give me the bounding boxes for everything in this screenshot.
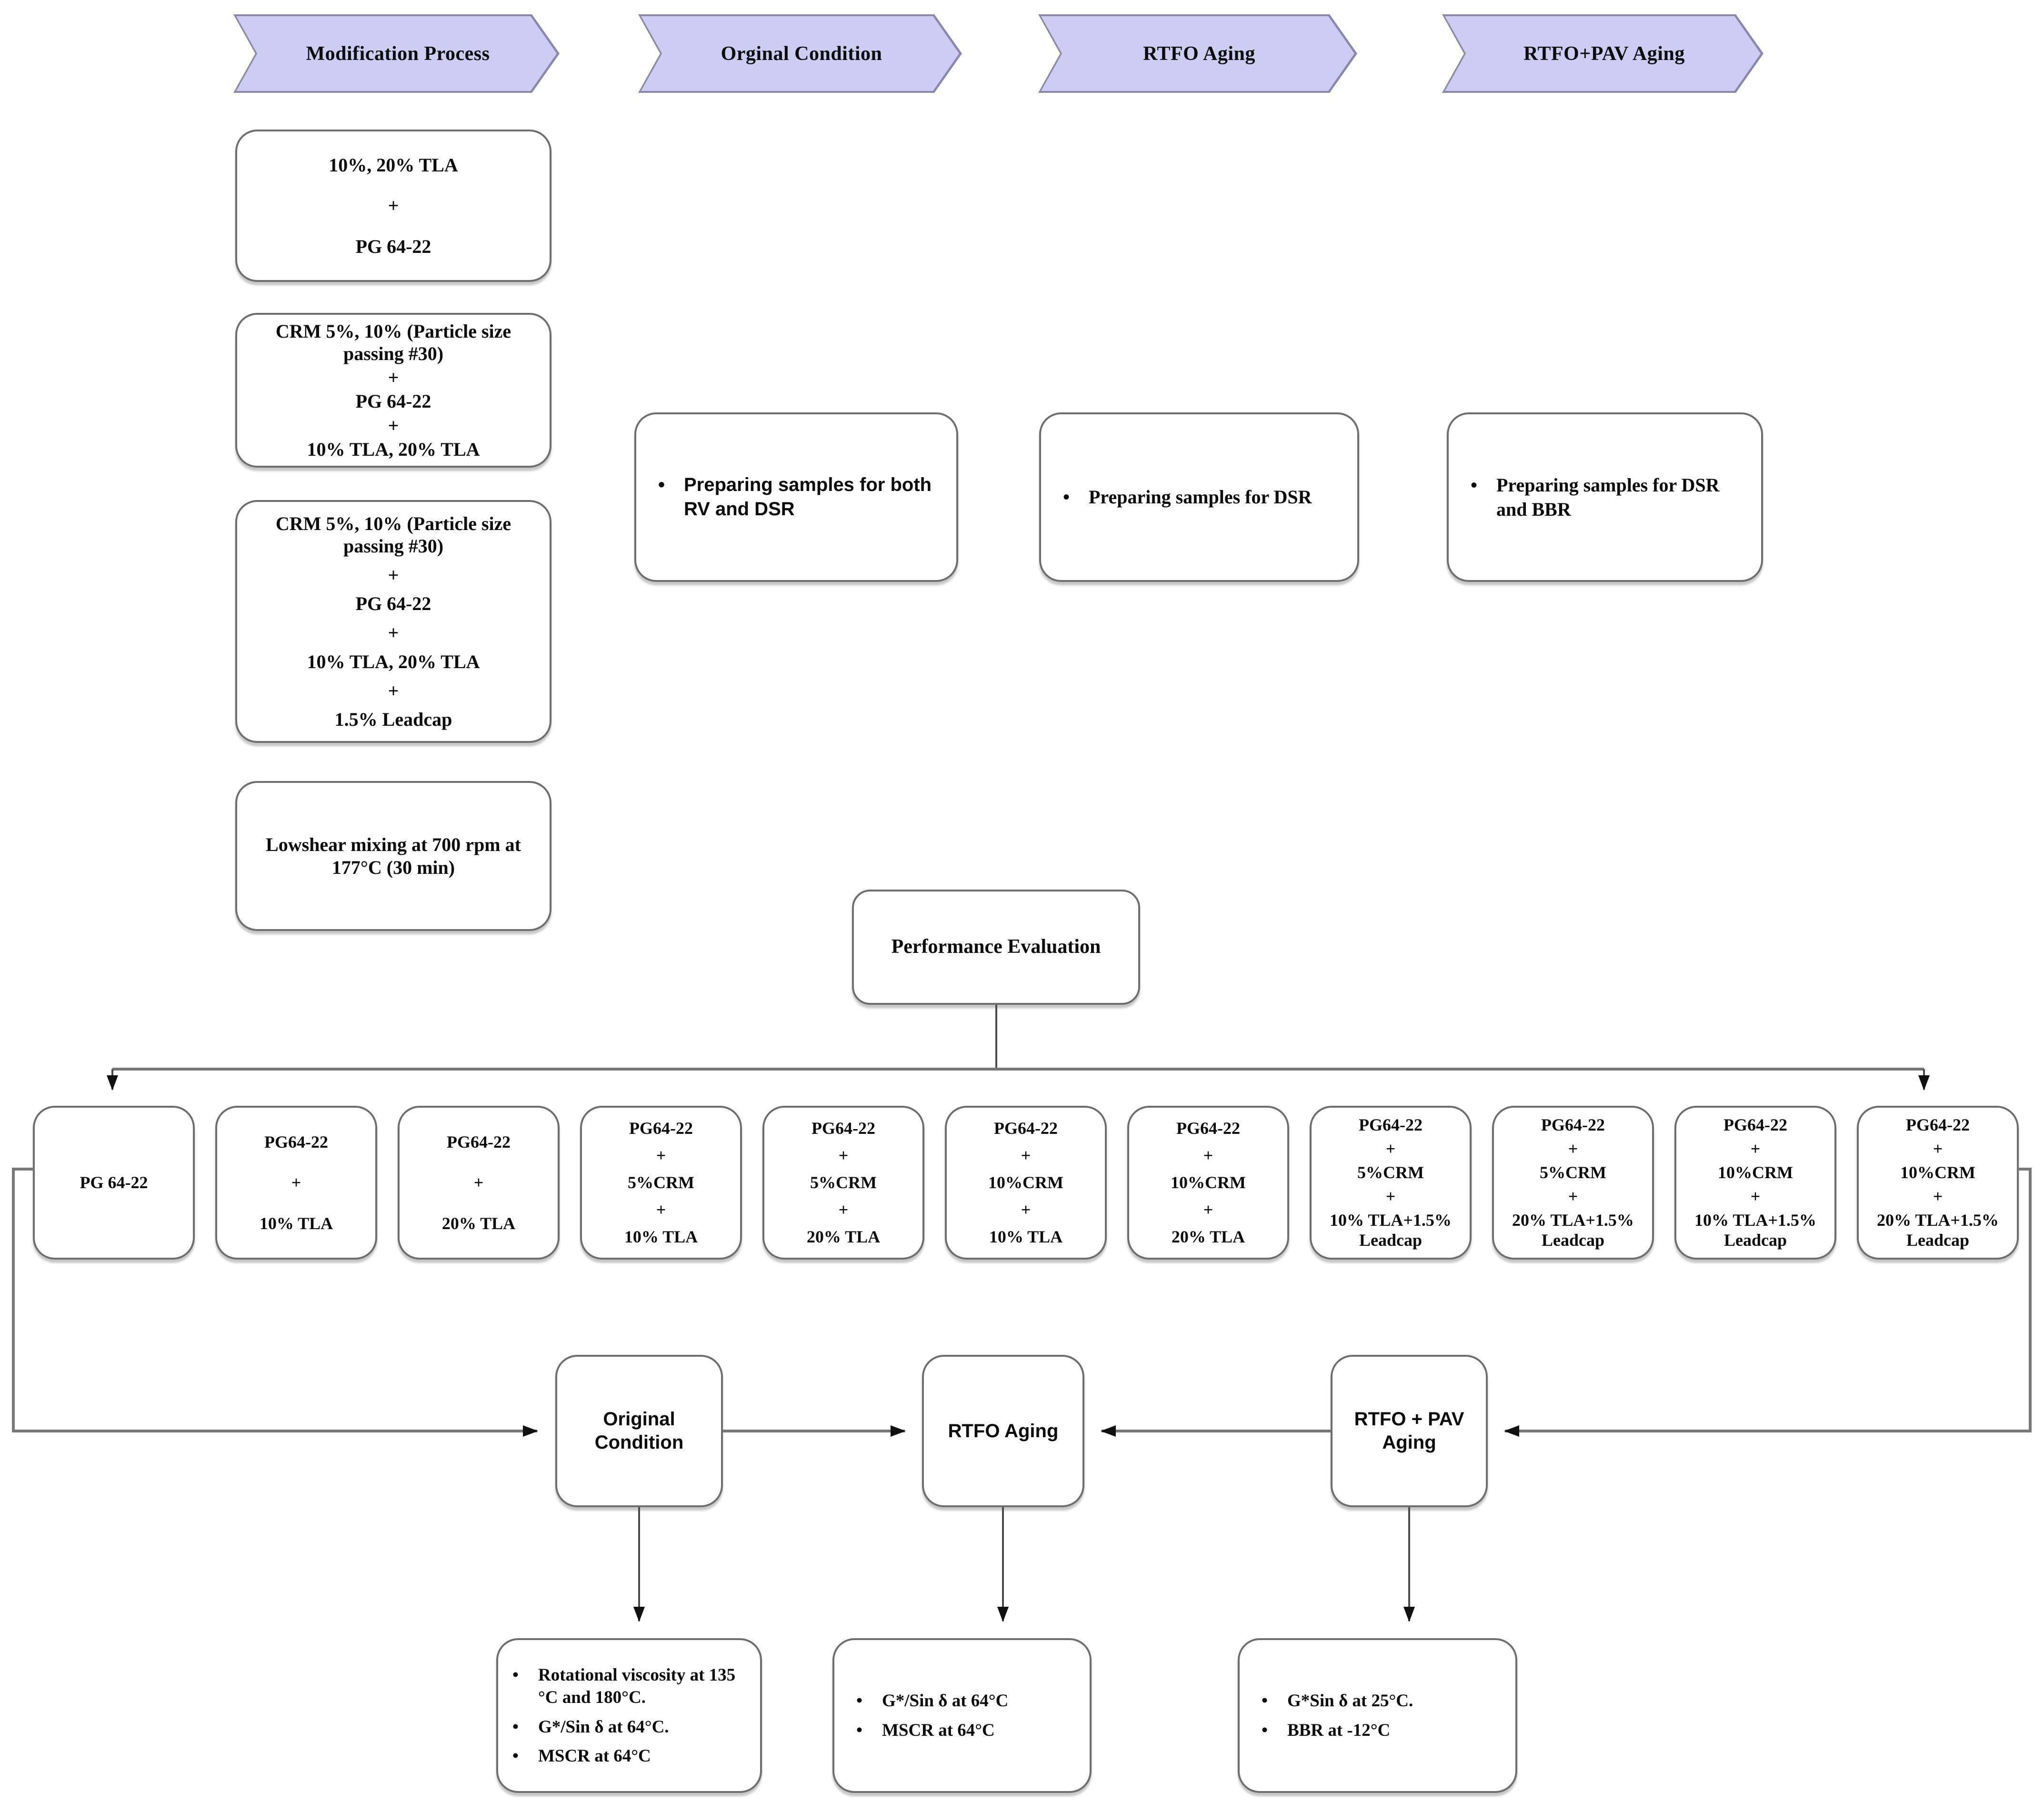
sample-box-9: PG64-22+5%CRM+20% TLA+1.5% Leadcap <box>1492 1106 1654 1260</box>
sample-box-1: PG 64-22 <box>33 1106 195 1260</box>
box-text: CRM 5%, 10% (Particle size passing #30)+… <box>275 512 511 731</box>
aging-box-rtfo-pav: RTFO + PAV Aging <box>1331 1355 1488 1507</box>
box-bullets: •G*/Sin δ at 64°C•MSCR at 64°C <box>856 1691 1009 1740</box>
box-text: PG64-22+5%CRM+20% TLA <box>806 1119 881 1247</box>
sample-box-7: PG64-22+10%CRM+20% TLA <box>1127 1106 1289 1260</box>
banner-rtfo-aging: RTFO Aging <box>1038 14 1357 93</box>
chevron-shape-fill <box>236 16 557 91</box>
performance-evaluation-box: Performance Evaluation <box>852 890 1140 1005</box>
box-text: PG64-22+20% TLA <box>441 1132 516 1233</box>
mod-box-tla-pg: 10%, 20% TLA+PG 64-22 <box>235 130 551 282</box>
box-text: PG64-22+5%CRM+10% TLA <box>624 1119 698 1247</box>
banner-label: RTFO+PAV Aging <box>1523 42 1685 65</box>
box-text: PG64-22+10%CRM+20% TLA+1.5% Leadcap <box>1877 1115 1999 1250</box>
aging-box-rtfo: RTFO Aging <box>922 1355 1084 1507</box>
box-bullets: •Preparing samples for both RV and DSR <box>658 474 932 520</box>
test-box-rtfo-pav: •G*Sin δ at 25°C.•BBR at -12°C <box>1238 1638 1517 1793</box>
chevron-shape-fill <box>1445 16 1761 91</box>
sample-box-11: PG64-22+10%CRM+20% TLA+1.5% Leadcap <box>1857 1106 2019 1260</box>
box-text: Performance Evaluation <box>891 936 1101 958</box>
box-text: PG64-22+5%CRM+20% TLA+1.5% Leadcap <box>1512 1115 1634 1250</box>
sample-box-4: PG64-22+5%CRM+10% TLA <box>580 1106 742 1260</box>
box-text: PG 64-22 <box>80 1173 148 1192</box>
box-text: Original Condition <box>594 1409 684 1453</box>
prep-box-rv-dsr: •Preparing samples for both RV and DSR <box>634 412 958 582</box>
sample-box-10: PG64-22+10%CRM+10% TLA+1.5% Leadcap <box>1674 1106 1836 1260</box>
box-bullets: •Rotational viscosity at 135 °C and 180°… <box>512 1665 736 1766</box>
box-text: RTFO Aging <box>948 1420 1059 1442</box>
banner-label: RTFO Aging <box>1143 42 1255 65</box>
banner-label: Orginal Condition <box>721 42 882 65</box>
box-text: PG64-22+10% TLA <box>259 1132 333 1233</box>
box-text: PG64-22+10%CRM+20% TLA <box>1171 1119 1246 1247</box>
mod-box-crm-tla: CRM 5%, 10% (Particle size passing #30)+… <box>235 313 551 468</box>
mod-box-lowshear-mixing: Lowshear mixing at 700 rpm at 177°C (30 … <box>235 781 551 931</box>
box-text: Lowshear mixing at 700 rpm at 177°C (30 … <box>266 834 521 878</box>
mod-box-crm-tla-leadcap: CRM 5%, 10% (Particle size passing #30)+… <box>235 500 551 743</box>
test-box-original: •Rotational viscosity at 135 °C and 180°… <box>496 1638 762 1793</box>
banner-orginal-condition: Orginal Condition <box>638 14 962 93</box>
sample-box-3: PG64-22+20% TLA <box>398 1106 560 1260</box>
sample-box-5: PG64-22+5%CRM+20% TLA <box>762 1106 924 1260</box>
banner-rtfo-pav-aging: RTFO+PAV Aging <box>1442 14 1763 93</box>
sample-box-2: PG64-22+10% TLA <box>215 1106 377 1260</box>
box-text: PG64-22+10%CRM+10% TLA+1.5% Leadcap <box>1694 1115 1816 1250</box>
banner-label: Modification Process <box>306 42 490 65</box>
banner-modification-process: Modification Process <box>233 14 560 93</box>
prep-box-dsr-bbr: •Preparing samples for DSR and BBR <box>1447 412 1763 582</box>
box-text: CRM 5%, 10% (Particle size passing #30)+… <box>275 320 511 460</box>
aging-box-original-condition: Original Condition <box>555 1355 723 1507</box>
box-text: 10%, 20% TLA+PG 64-22 <box>329 154 458 258</box>
box-bullets: •Preparing samples for DSR and BBR <box>1471 474 1720 520</box>
prep-box-dsr: •Preparing samples for DSR <box>1039 412 1359 582</box>
box-bullets: •Preparing samples for DSR <box>1063 486 1312 508</box>
chevron-shape-fill <box>1041 16 1354 91</box>
test-box-rtfo: •G*/Sin δ at 64°C•MSCR at 64°C <box>832 1638 1092 1793</box>
box-text: PG64-22+10%CRM+10% TLA <box>988 1119 1063 1247</box>
chevron-shape-fill <box>641 16 959 91</box>
box-text: PG64-22+5%CRM+10% TLA+1.5% Leadcap <box>1330 1115 1452 1250</box>
sample-box-8: PG64-22+5%CRM+10% TLA+1.5% Leadcap <box>1310 1106 1472 1260</box>
box-text: RTFO + PAV Aging <box>1354 1409 1464 1453</box>
box-bullets: •G*Sin δ at 25°C.•BBR at -12°C <box>1262 1691 1413 1740</box>
sample-box-6: PG64-22+10%CRM+10% TLA <box>945 1106 1107 1260</box>
